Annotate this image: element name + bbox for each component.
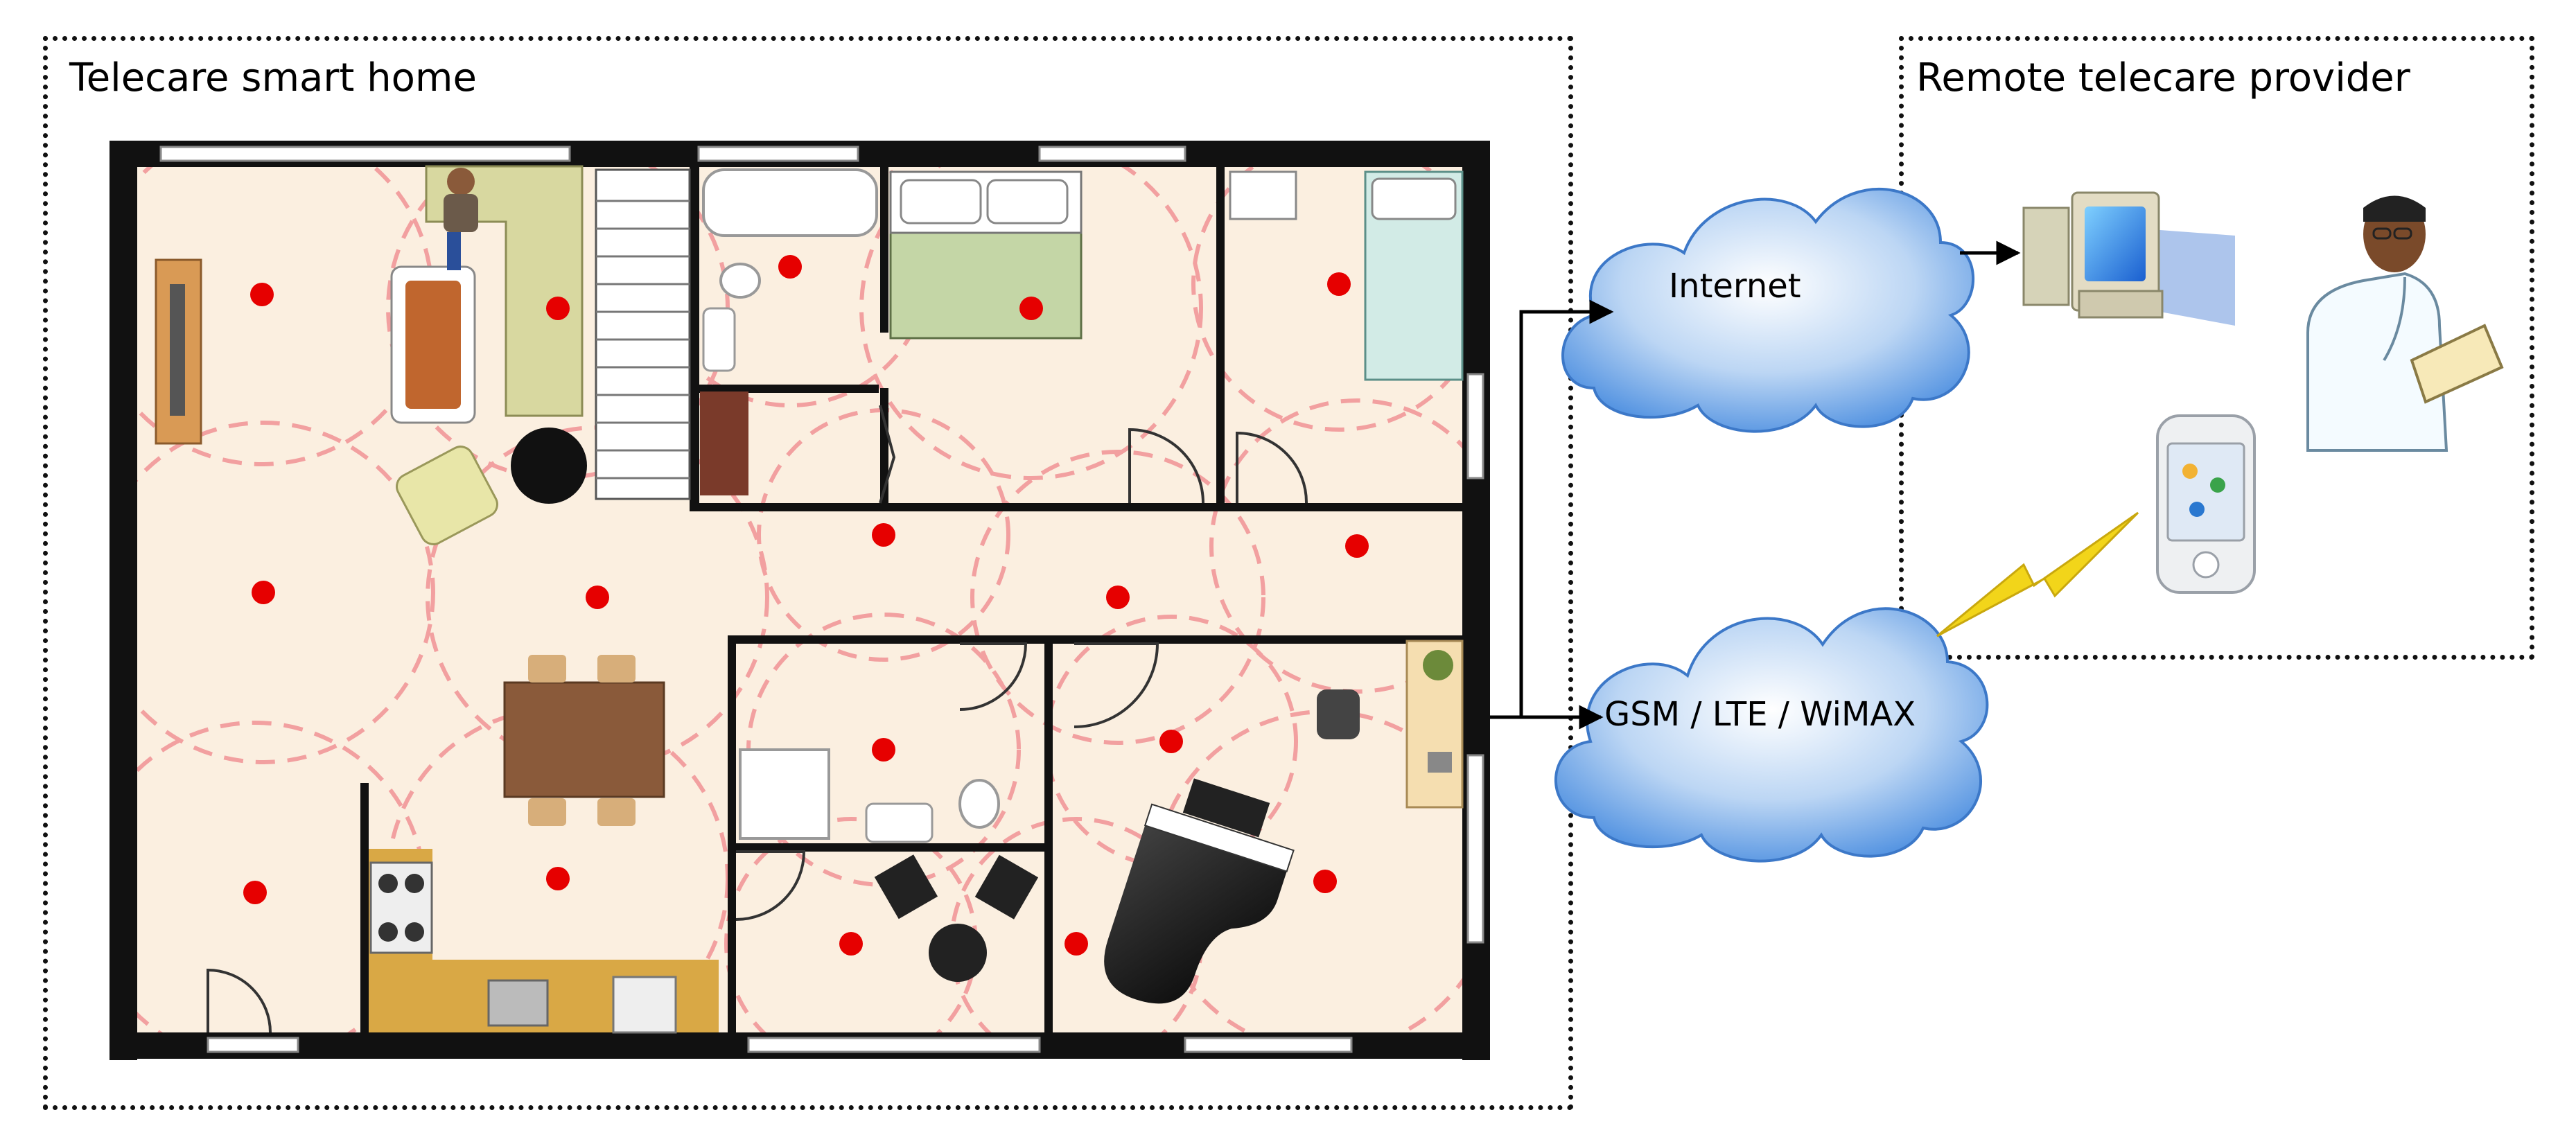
- single-bed: [1229, 170, 1464, 381]
- floor: [111, 142, 1490, 1057]
- window: [1466, 754, 1484, 944]
- sensor: [1313, 870, 1337, 893]
- armchair: [396, 446, 498, 545]
- kitchen: [369, 849, 719, 1034]
- door: [735, 850, 806, 921]
- dining-table: [503, 681, 665, 798]
- chair: [597, 798, 636, 826]
- sensor: [1106, 586, 1130, 609]
- bathroom-fixtures: [700, 168, 878, 495]
- sensor: [778, 255, 802, 279]
- sensor: [546, 297, 570, 320]
- mobile-network-cloud: [1554, 607, 1989, 863]
- desktop-computer-icon: [2022, 191, 2235, 326]
- master-bed: [889, 170, 1083, 340]
- window: [697, 146, 859, 162]
- coverage-circle: [1209, 398, 1490, 694]
- window: [207, 1037, 299, 1053]
- window: [747, 1037, 1041, 1053]
- internet-cloud: [1561, 188, 1975, 433]
- chair: [597, 655, 636, 683]
- sensor: [1345, 534, 1369, 558]
- provider-title: Remote telecare provider: [1916, 55, 2410, 100]
- link-to-internet: [1490, 299, 1614, 719]
- piano-bench: [1182, 778, 1270, 838]
- sensor: [1019, 297, 1043, 320]
- sink: [702, 307, 736, 372]
- sensor: [1159, 730, 1183, 753]
- stove: [369, 861, 433, 954]
- sensor: [872, 738, 895, 762]
- window: [1038, 146, 1186, 162]
- sensor: [872, 523, 895, 547]
- door: [1128, 428, 1204, 504]
- doors: [207, 405, 1308, 1033]
- sensors: [243, 255, 1369, 956]
- sensor: [1064, 932, 1088, 956]
- study: [1104, 640, 1464, 1004]
- sensor: [546, 867, 570, 890]
- sensor: [1327, 272, 1351, 296]
- desk-chair: [1317, 689, 1360, 739]
- sensor: [250, 283, 274, 306]
- shower-room-fixtures: [739, 748, 1000, 843]
- grand-piano: [1104, 803, 1295, 1004]
- bathtub: [702, 168, 878, 237]
- mobile-network-label: GSM / LTE / WiMAX: [1604, 695, 1916, 734]
- person-icon: [444, 168, 478, 270]
- coverage-circle: [111, 421, 435, 764]
- door: [959, 642, 1028, 711]
- window: [1184, 1037, 1353, 1053]
- plant: [1423, 650, 1453, 680]
- door: [207, 968, 272, 1033]
- door: [1236, 431, 1308, 504]
- chair: [528, 798, 566, 826]
- lounge-chair: [874, 854, 938, 919]
- connectors: [1490, 240, 2021, 730]
- sensor: [586, 586, 609, 609]
- floor-plan: [109, 141, 1490, 1060]
- sensor: [243, 881, 267, 904]
- window: [1466, 373, 1484, 479]
- chair: [528, 655, 566, 683]
- window: [159, 146, 571, 162]
- side-table: [929, 924, 987, 982]
- smart-home-frame: [43, 36, 1573, 1110]
- windows: [159, 146, 1484, 1053]
- smart-home-title: Telecare smart home: [69, 55, 477, 100]
- internet-label: Internet: [1669, 267, 1801, 306]
- sensor: [839, 932, 863, 956]
- coverage-circle: [859, 142, 1203, 480]
- coffee-table-top: [405, 281, 461, 409]
- sofa: [425, 165, 584, 417]
- shower: [739, 748, 830, 840]
- kitchen-sink: [487, 979, 549, 1027]
- staircase: [595, 168, 691, 500]
- small-lounge: [874, 854, 1039, 982]
- washbasin: [865, 802, 934, 843]
- lightning-bolt-icon: [1936, 511, 2139, 637]
- living-room-furniture: [155, 165, 587, 545]
- coverage-circle: [970, 450, 1265, 745]
- door: [879, 405, 896, 504]
- nightstand: [1229, 170, 1297, 220]
- dining-set: [503, 655, 665, 826]
- mobile-phone-icon: [2156, 414, 2256, 594]
- round-table: [511, 428, 587, 504]
- phone: [1428, 752, 1452, 773]
- interior-walls: [360, 166, 1466, 1037]
- fridge: [612, 976, 677, 1034]
- door: [1074, 642, 1159, 728]
- toilet: [958, 779, 1000, 829]
- tv: [170, 284, 185, 416]
- toilet: [719, 263, 761, 299]
- lounge-chair: [974, 854, 1039, 919]
- doctor-icon: [2306, 195, 2504, 452]
- cabinet: [700, 391, 748, 495]
- sensor: [252, 581, 275, 604]
